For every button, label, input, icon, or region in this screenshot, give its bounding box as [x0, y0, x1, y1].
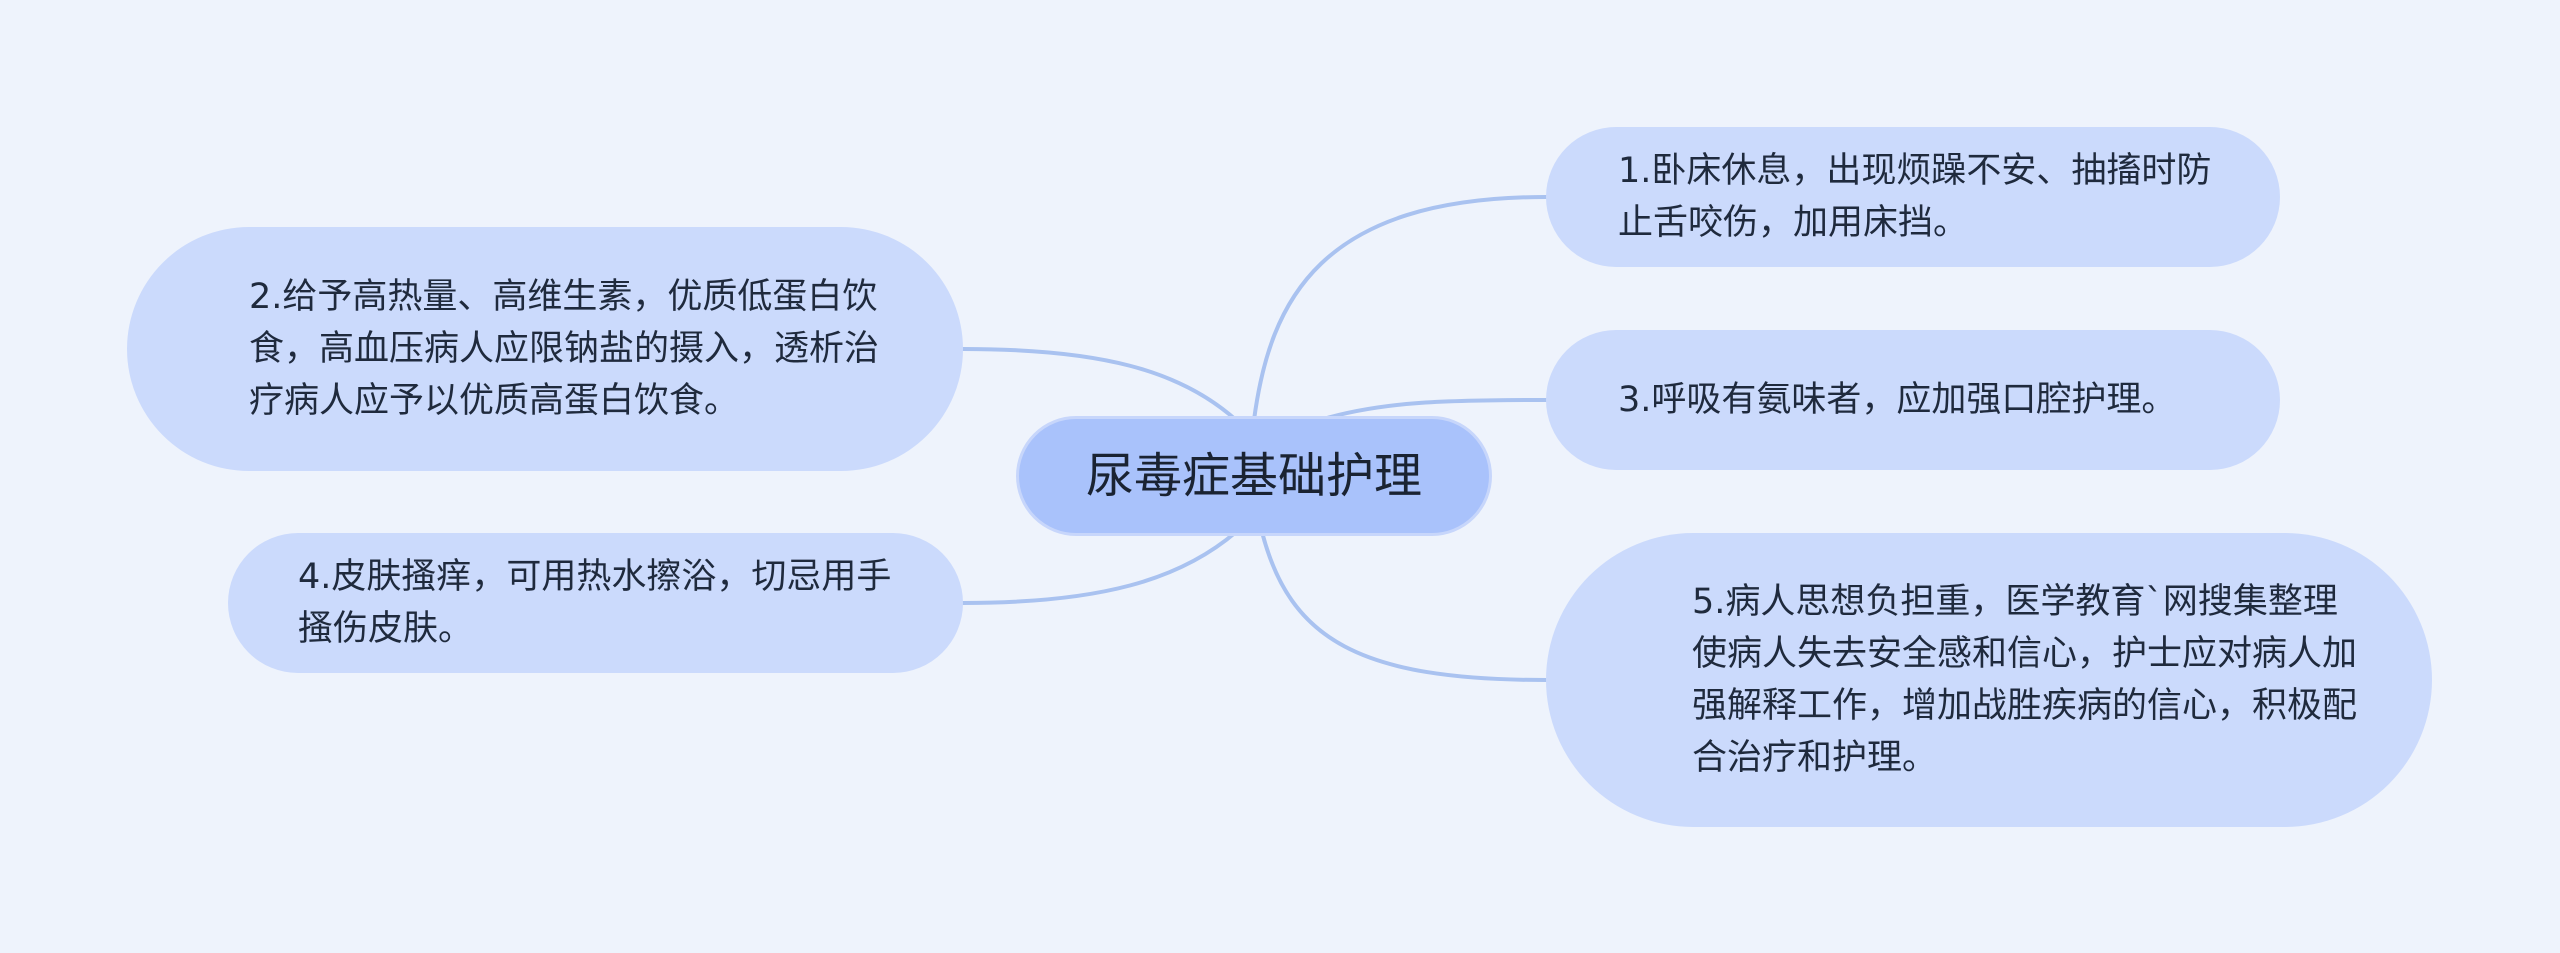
central-topic[interactable]: 尿毒症基础护理 — [1016, 416, 1492, 536]
branch-topic-5[interactable]: 5.病人思想负担重，医学教育`网搜集整理使病人失去安全感和信心，护士应对病人加强… — [1546, 533, 2432, 827]
branch-topic-4[interactable]: 4.皮肤搔痒，可用热水擦浴，切忌用手搔伤皮肤。 — [228, 533, 963, 673]
branch-topic-2[interactable]: 2.给予高热量、高维生素，优质低蛋白饮食，高血压病人应限钠盐的摄入，透析治疗病人… — [127, 227, 963, 471]
branch-topic-3-label: 3.呼吸有氨味者，应加强口腔护理。 — [1618, 380, 2177, 420]
connector-3 — [1318, 398, 1548, 422]
branch-topic-2-label: 2.给予高热量、高维生素，优质低蛋白饮食，高血压病人应限钠盐的摄入，透析治疗病人… — [249, 277, 880, 421]
connector-4 — [961, 530, 1238, 605]
central-topic-label: 尿毒症基础护理 — [1085, 448, 1422, 504]
connector-1 — [1252, 195, 1548, 422]
branch-topic-5-label: 5.病人思想负担重，医学教育`网搜集整理使病人失去安全感和信心，护士应对病人加强… — [1692, 582, 2358, 778]
branch-topic-1-label: 1.卧床休息，出现烦躁不安、抽搐时防止舌咬伤，加用床挡。 — [1618, 151, 2212, 243]
connector-2 — [961, 347, 1238, 422]
connector-5 — [1260, 530, 1548, 682]
branch-topic-3[interactable]: 3.呼吸有氨味者，应加强口腔护理。 — [1546, 330, 2280, 470]
branch-topic-4-label: 4.皮肤搔痒，可用热水擦浴，切忌用手搔伤皮肤。 — [298, 557, 892, 649]
branch-topic-1[interactable]: 1.卧床休息，出现烦躁不安、抽搐时防止舌咬伤，加用床挡。 — [1546, 127, 2280, 267]
